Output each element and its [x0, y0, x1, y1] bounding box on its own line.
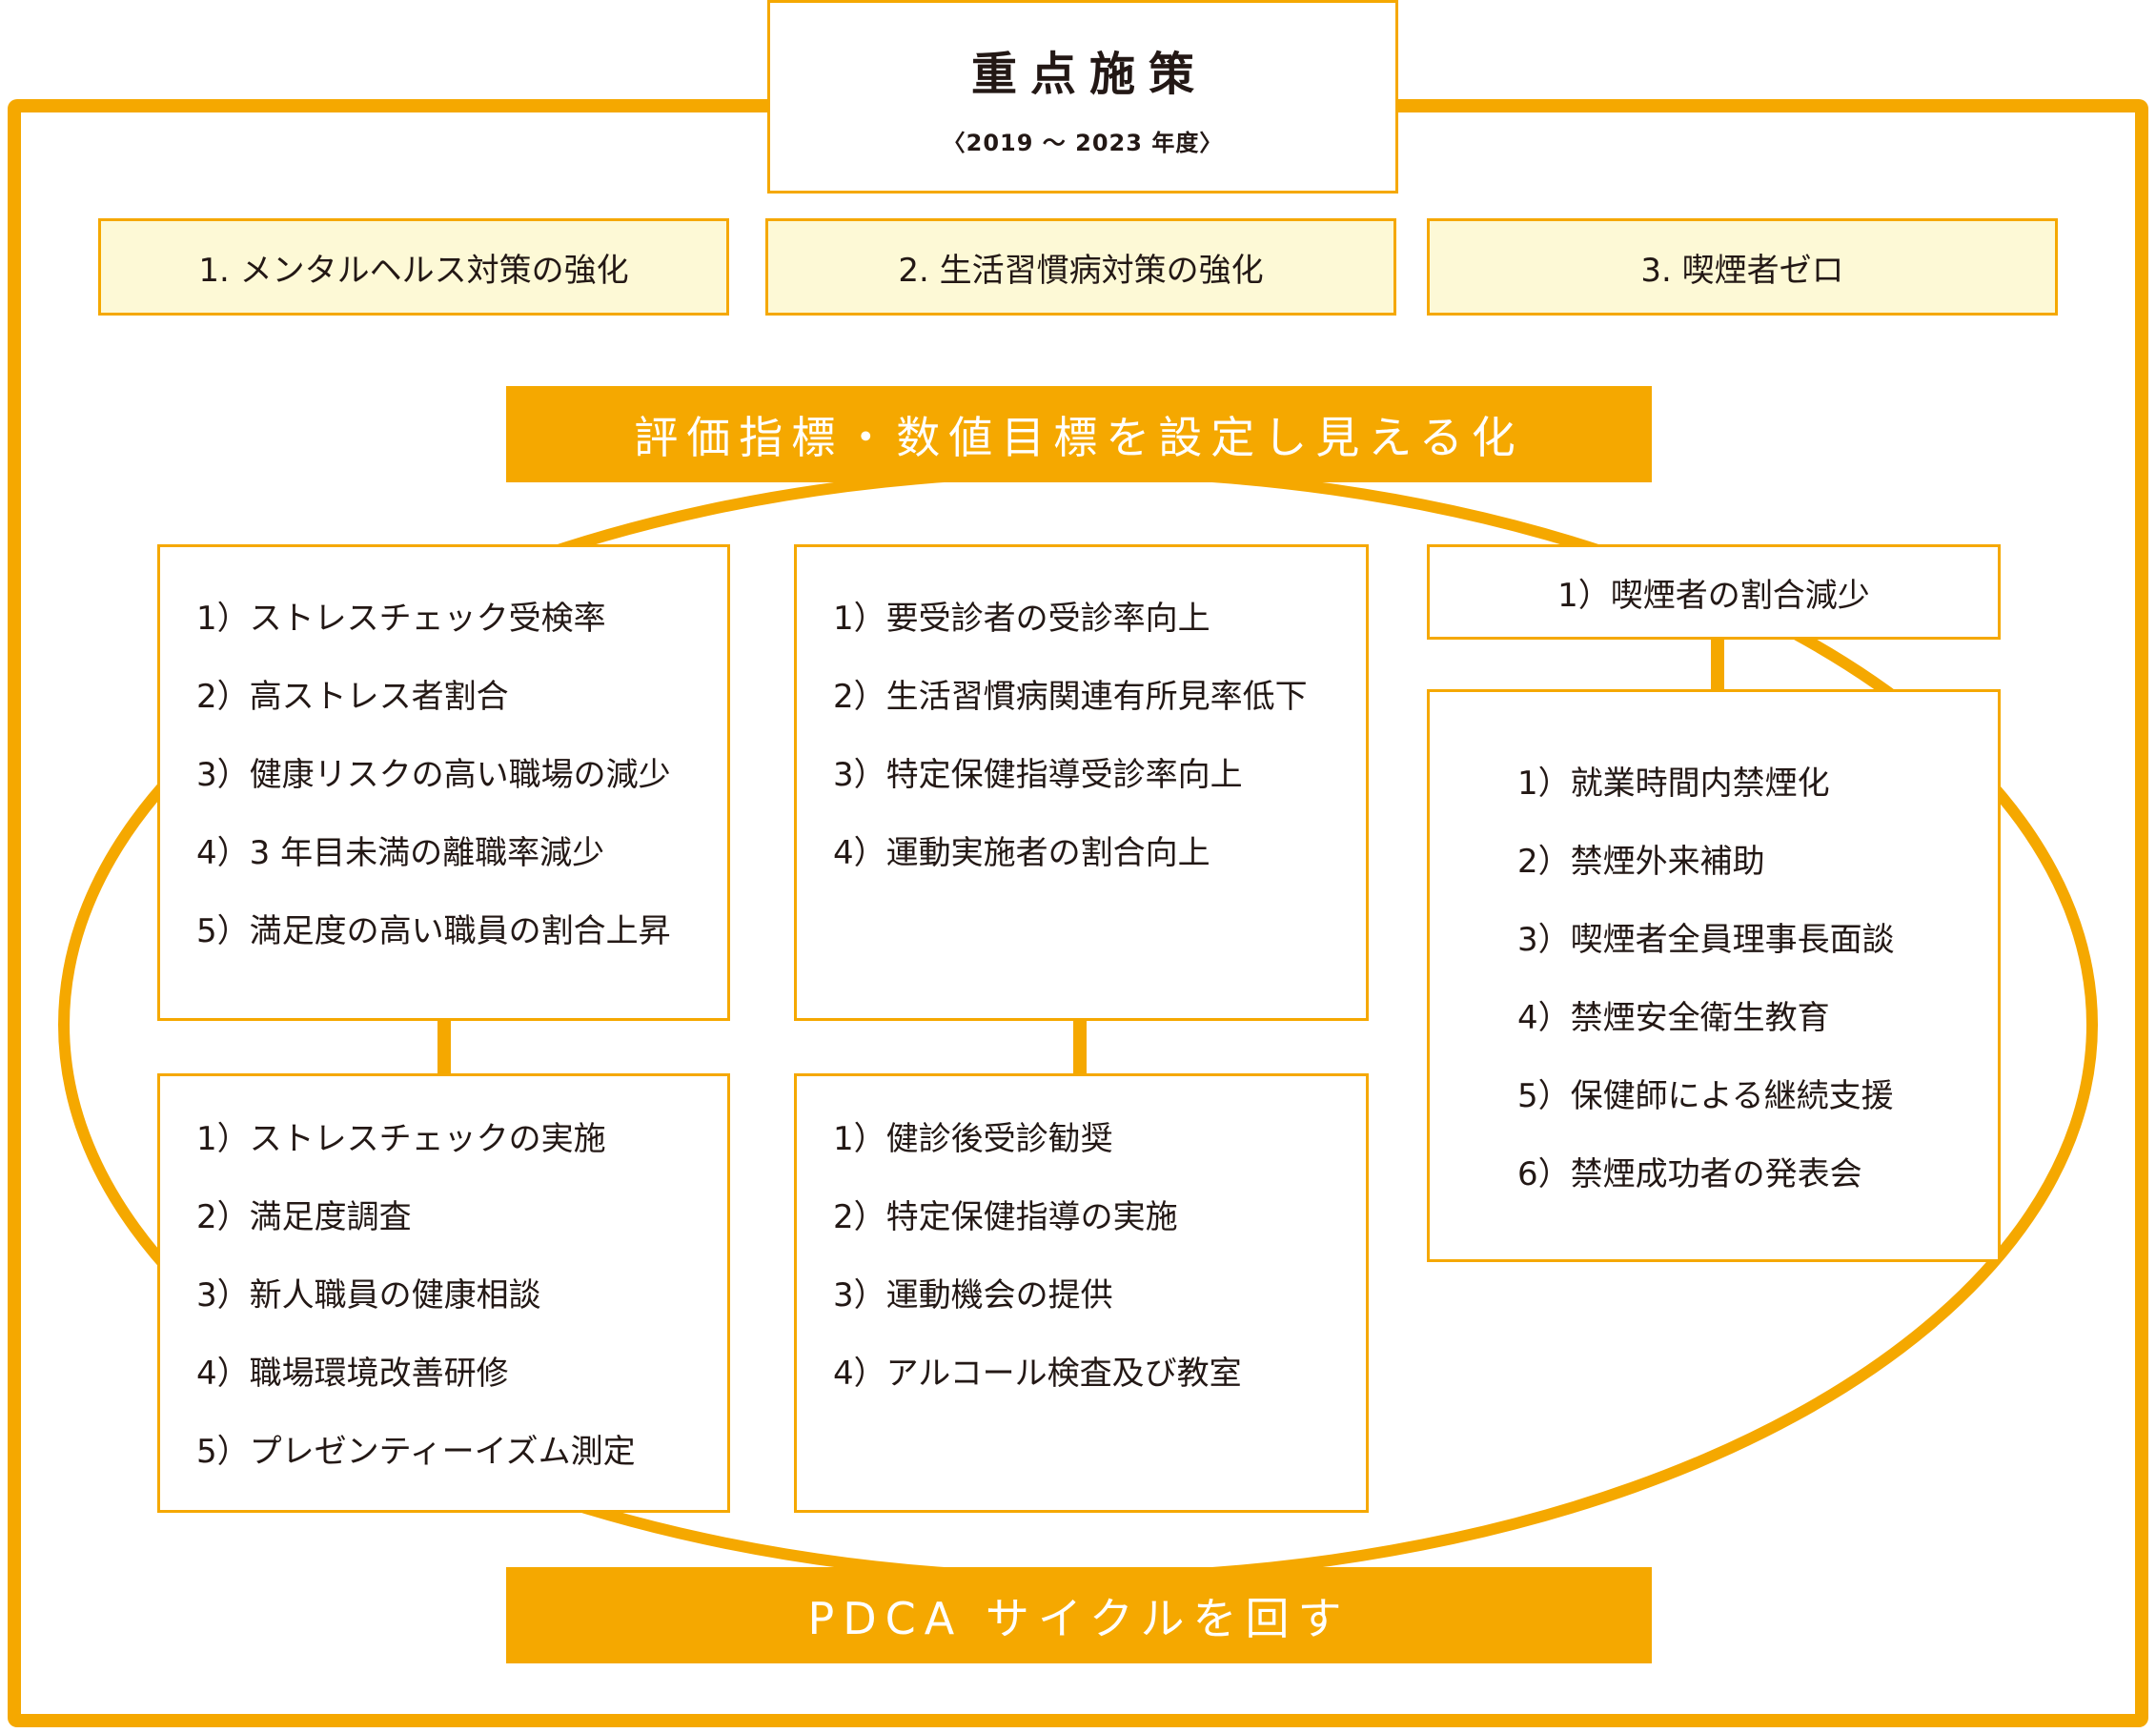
list-item: 2）特定保健指導の実施 — [833, 1198, 1178, 1236]
mental-measures-list: 1）ストレスチェックの実施 2）満足度調査 3）新人職員の健康相談 4）職場環境… — [196, 1117, 636, 1508]
list-item: 5）保健師による継続支援 — [1517, 1077, 1894, 1115]
banner-pdca: PDCA サイクルを回す — [506, 1567, 1652, 1663]
connector-lifestyle — [1073, 1020, 1087, 1075]
policy-lifestyle-disease: 2. 生活習慣病対策の強化 — [765, 218, 1396, 316]
page-title: 重点施策 — [970, 48, 1208, 101]
list-item: 1）要受診者の受診率向上 — [833, 600, 1210, 638]
list-item: 2）高ストレス者割合 — [196, 678, 509, 716]
list-item: 1）ストレスチェック受検率 — [196, 600, 606, 638]
outer-frame — [8, 99, 2148, 1727]
mental-measures-box: 1）ストレスチェックの実施 2）満足度調査 3）新人職員の健康相談 4）職場環境… — [157, 1073, 730, 1513]
list-item: 1）健診後受診勧奨 — [833, 1120, 1113, 1158]
period-label: 〈2019 ～ 2023 年度〉 — [942, 130, 1224, 156]
smoking-measures-box: 1）就業時間内禁煙化 2）禁煙外来補助 3）喫煙者全員理事長面談 4）禁煙安全衛… — [1427, 689, 2001, 1262]
list-item: 4）3 年目未満の離職率減少 — [196, 834, 605, 872]
list-item: 1）就業時間内禁煙化 — [1517, 765, 1830, 803]
lifestyle-indicators-list: 1）要受診者の受診率向上 2）生活習慣病関連有所見率低下 3）特定保健指導受診率… — [833, 597, 1308, 909]
list-item: 6）禁煙成功者の発表会 — [1517, 1155, 1862, 1193]
list-item: 2）満足度調査 — [196, 1198, 412, 1236]
list-item: 4）職場環境改善研修 — [196, 1355, 509, 1393]
list-item: 2）生活習慣病関連有所見率低下 — [833, 678, 1308, 716]
smoking-indicator-box: 1）喫煙者の割合減少 — [1427, 544, 2001, 640]
list-item: 3）喫煙者全員理事長面談 — [1517, 921, 1895, 959]
list-item: 3）新人職員の健康相談 — [196, 1276, 541, 1315]
list-item: 4）運動実施者の割合向上 — [833, 834, 1210, 872]
connector-mental — [437, 1020, 451, 1075]
smoking-measures-list: 1）就業時間内禁煙化 2）禁煙外来補助 3）喫煙者全員理事長面談 4）禁煙安全衛… — [1517, 762, 1895, 1231]
list-item: 4）禁煙安全衛生教育 — [1517, 999, 1830, 1037]
banner-indicators: 評価指標・数値目標を設定し見える化 — [506, 386, 1652, 482]
list-item: 1）ストレスチェックの実施 — [196, 1120, 606, 1158]
list-item: 3）健康リスクの高い職場の減少 — [196, 756, 671, 794]
lifestyle-indicators-box: 1）要受診者の受診率向上 2）生活習慣病関連有所見率低下 3）特定保健指導受診率… — [794, 544, 1369, 1021]
mental-indicators-box: 1）ストレスチェック受検率 2）高ストレス者割合 3）健康リスクの高い職場の減少… — [157, 544, 730, 1021]
list-item: 3）運動機会の提供 — [833, 1276, 1113, 1315]
mental-indicators-list: 1）ストレスチェック受検率 2）高ストレス者割合 3）健康リスクの高い職場の減少… — [196, 597, 671, 988]
lifestyle-measures-box: 1）健診後受診勧奨 2）特定保健指導の実施 3）運動機会の提供 4）アルコール検… — [794, 1073, 1369, 1513]
policy-zero-smokers: 3. 喫煙者ゼロ — [1427, 218, 2058, 316]
title-box: 重点施策 〈2019 ～ 2023 年度〉 — [767, 0, 1398, 194]
list-item: 4）アルコール検査及び教室 — [833, 1355, 1242, 1393]
policy-mental-health: 1. メンタルヘルス対策の強化 — [98, 218, 729, 316]
lifestyle-measures-list: 1）健診後受診勧奨 2）特定保健指導の実施 3）運動機会の提供 4）アルコール検… — [833, 1117, 1242, 1430]
list-item: 5）満足度の高い職員の割合上昇 — [196, 912, 671, 950]
list-item: 2）禁煙外来補助 — [1517, 843, 1765, 881]
list-item: 5）プレゼンティーイズム測定 — [196, 1433, 636, 1471]
connector-smoking — [1711, 639, 1724, 691]
list-item: 3）特定保健指導受診率向上 — [833, 756, 1243, 794]
